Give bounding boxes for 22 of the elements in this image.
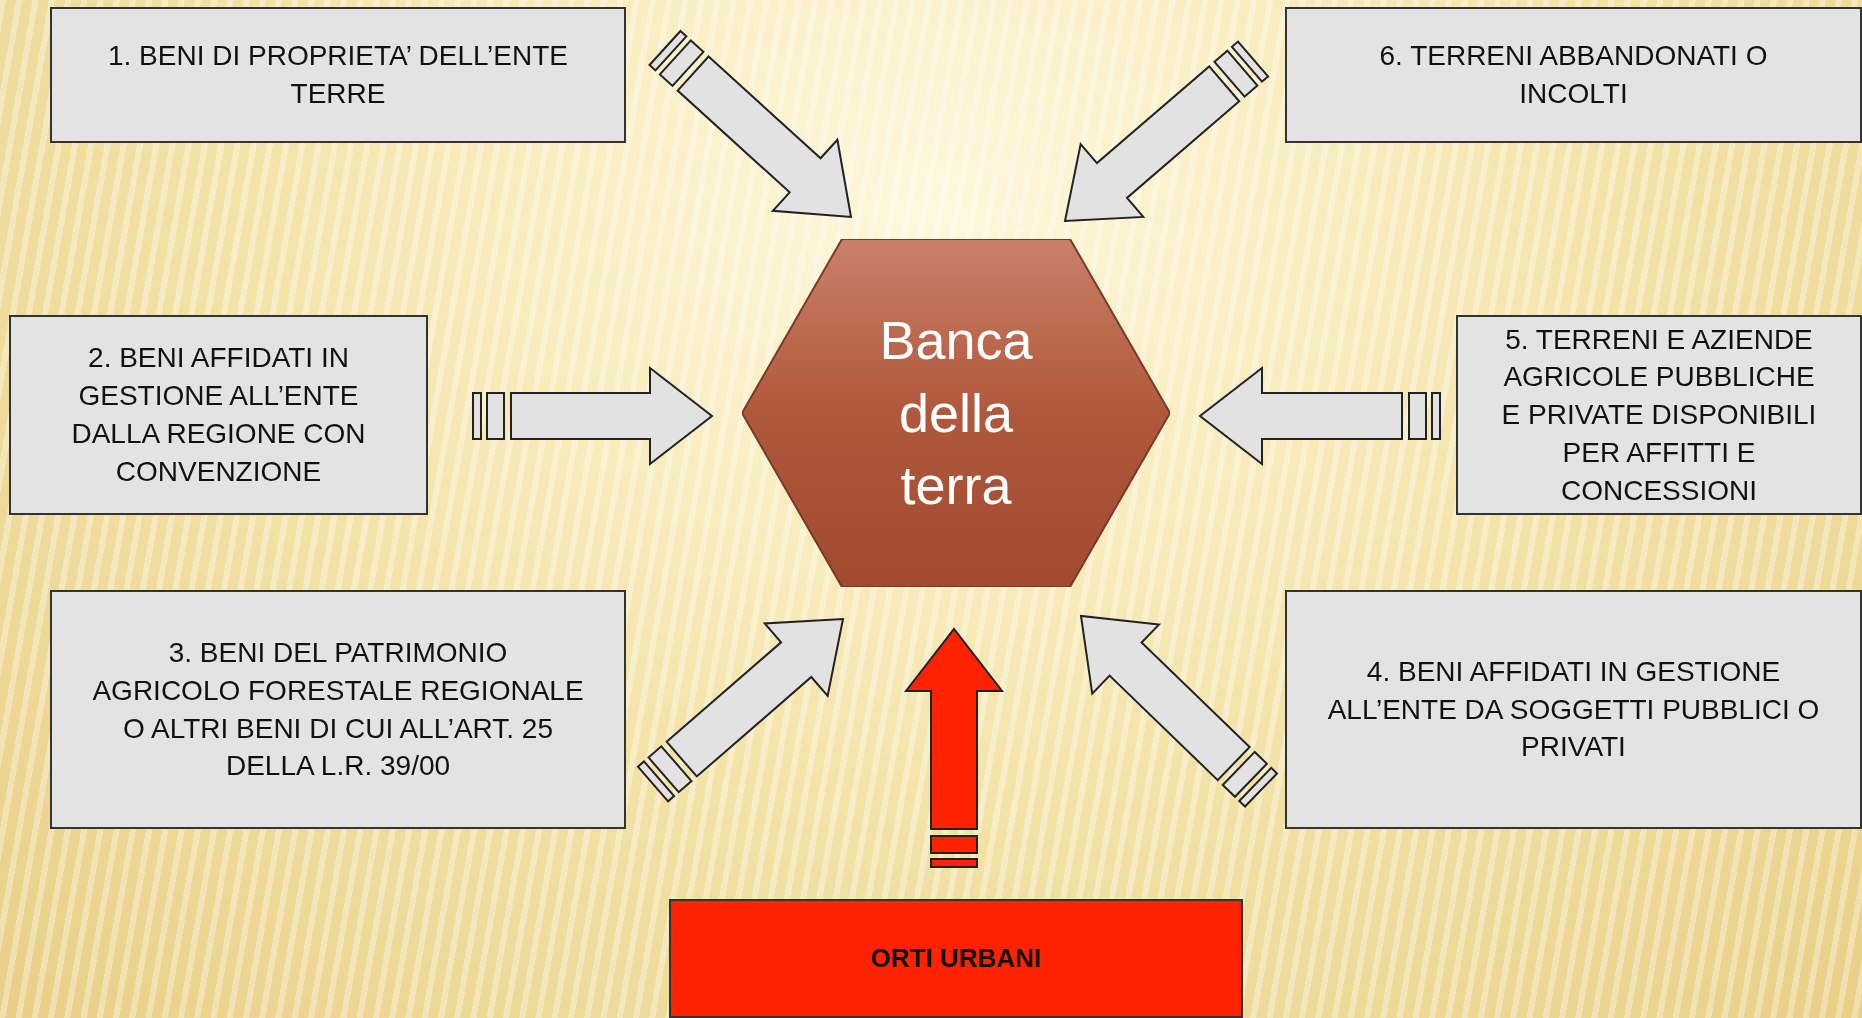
block-arrow xyxy=(1198,365,1441,467)
text-box xyxy=(9,315,428,515)
block-arrow xyxy=(648,29,853,219)
box-label: 6. TERRENI ABBANDONATI O INCOLTI xyxy=(1378,39,1769,111)
block-arrow xyxy=(1063,40,1270,223)
text-box xyxy=(1456,315,1862,515)
block-arrow xyxy=(636,617,845,803)
block-arrow xyxy=(1079,614,1279,808)
text-box xyxy=(669,899,1243,1018)
text-box xyxy=(50,590,626,829)
text-box xyxy=(1285,590,1862,829)
box-label: 3. BENI DEL PATRIMONIO AGRICOLO FORESTALE REGIONALE O ALTRI BENI DI CUI ALL’ART. 25 DELLA L.R. 39/00 xyxy=(92,635,584,784)
block-arrow xyxy=(472,365,714,467)
block-arrow xyxy=(903,627,1005,868)
text-box xyxy=(50,7,626,143)
box-label: 5. TERRENI E AZIENDE AGRICOLE PUBBLICHE E PRIVATE DISPONIBILI PER AFFITTI E CONCESSIONI xyxy=(1500,322,1818,508)
box-label: 2. BENI AFFIDATI IN GESTIONE ALL’ENTE DALLA REGIONE CON CONVENZIONE xyxy=(70,341,367,489)
box-label: 1. BENI DI PROPRIETA’ DELL’ENTE TERRE xyxy=(106,39,569,111)
box-label: ORTI URBANI xyxy=(870,943,1042,974)
text-box xyxy=(1285,7,1862,143)
box-label: 4. BENI AFFIDATI IN GESTIONE ALL’ENTE DA SOGGETTI PUBBLICI O PRIVATI xyxy=(1327,654,1820,765)
box-label: Banca della terra xyxy=(878,308,1034,518)
